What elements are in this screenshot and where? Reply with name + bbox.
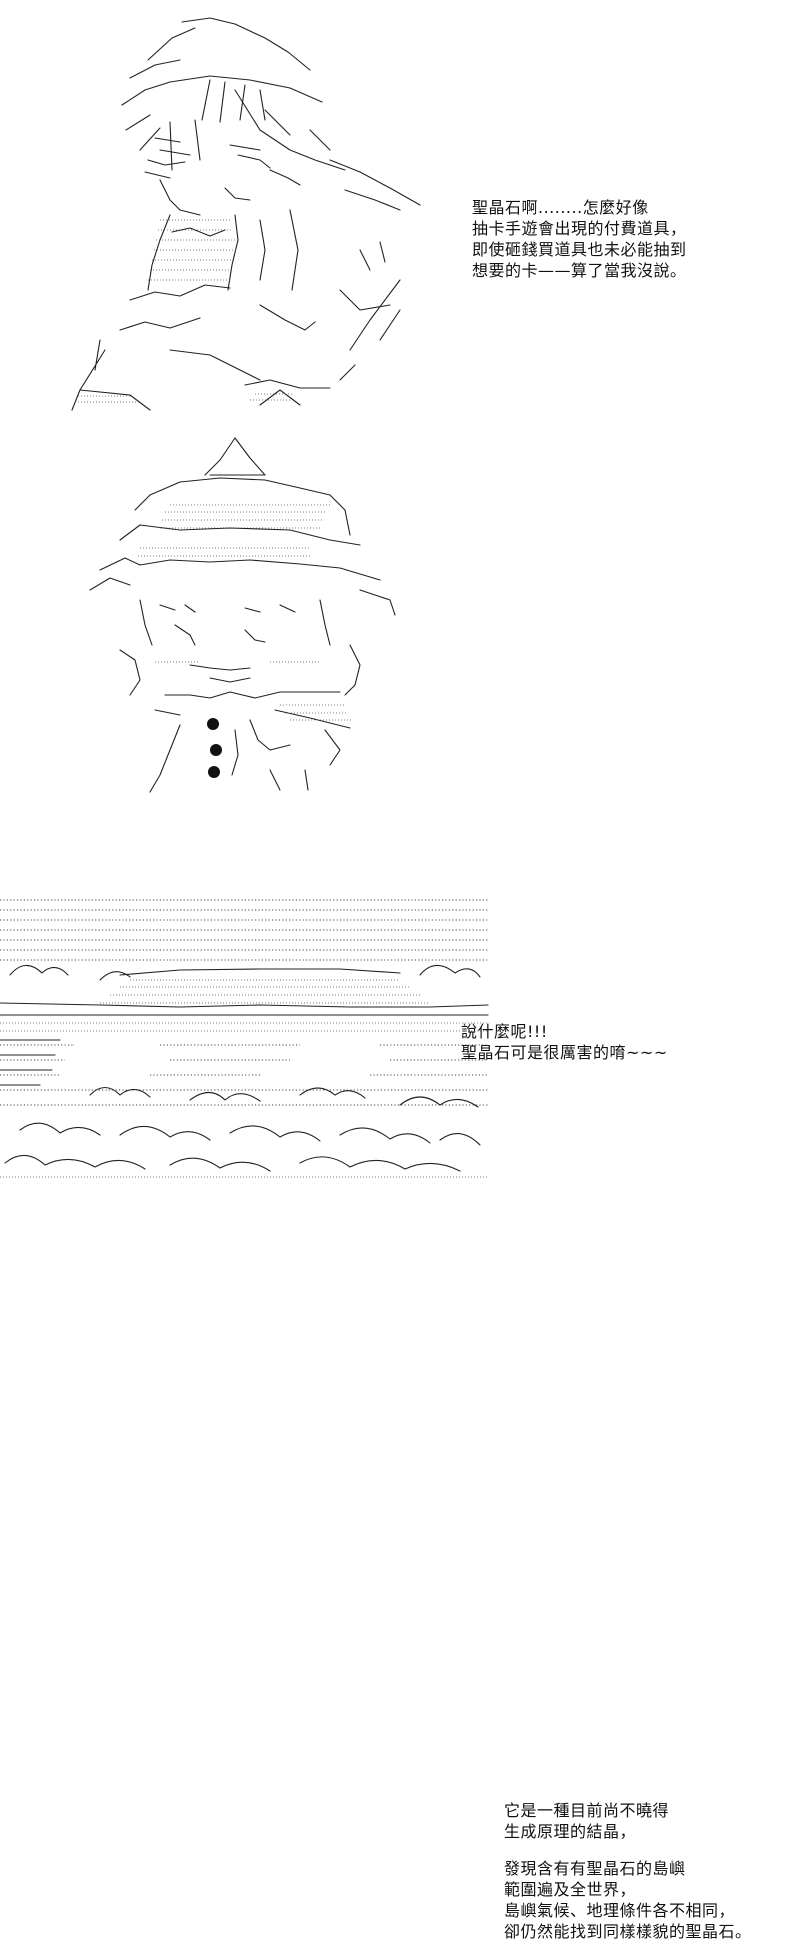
- caption-line: 生成原理的結晶，: [504, 1822, 637, 1841]
- caption-line: 即使砸錢買道具也未必能抽到: [472, 240, 687, 259]
- panel-2: 說什麼呢!!! 聖晶石可是很厲害的唷~~~: [0, 420, 800, 1062]
- ascii-art-character-pointing: [71, 17, 421, 411]
- caption-2: 說什麼呢!!! 聖晶石可是很厲害的唷~~~: [461, 1021, 668, 1063]
- caption-line: 說什麼呢!!!: [461, 1022, 548, 1041]
- caption-3: 它是一種目前尚不曉得 生成原理的結晶， 發現含有有聖晶石的島嶼 範圍遍及全世界，…: [504, 1800, 752, 1942]
- caption-line: 抽卡手遊會出現的付費道具，: [472, 219, 687, 238]
- button-dot: [210, 744, 222, 756]
- panel-3: 它是一種目前尚不曉得 生成原理的結晶， 發現含有有聖晶石的島嶼 範圍遍及全世界，…: [0, 880, 800, 1941]
- caption-line: 島嶼氣候、地理條件各不相同，: [504, 1901, 736, 1920]
- caption-line: 範圍遍及全世界，: [504, 1880, 637, 1899]
- ascii-art-island-landscape: [0, 899, 489, 1178]
- caption-line: 它是一種目前尚不曉得: [504, 1801, 670, 1820]
- caption-line: 聖晶石啊........怎麼好像: [472, 198, 649, 217]
- caption-line: 卻仍然能找到同樣樣貌的聖晶石。: [504, 1922, 752, 1941]
- caption-line: 想要的卡——算了當我沒說。: [472, 261, 687, 280]
- button-dot: [208, 766, 220, 778]
- ascii-art-character-with-hat: [89, 437, 396, 793]
- caption-line: 聖晶石可是很厲害的唷~~~: [461, 1043, 668, 1062]
- panel-1: 聖晶石啊........怎麼好像 抽卡手遊會出現的付費道具， 即使砸錢買道具也未…: [0, 0, 800, 420]
- paragraph-gap: [504, 1842, 752, 1858]
- button-dot: [207, 718, 219, 730]
- caption-line: 發現含有有聖晶石的島嶼: [504, 1859, 686, 1878]
- caption-1: 聖晶石啊........怎麼好像 抽卡手遊會出現的付費道具， 即使砸錢買道具也未…: [472, 197, 687, 281]
